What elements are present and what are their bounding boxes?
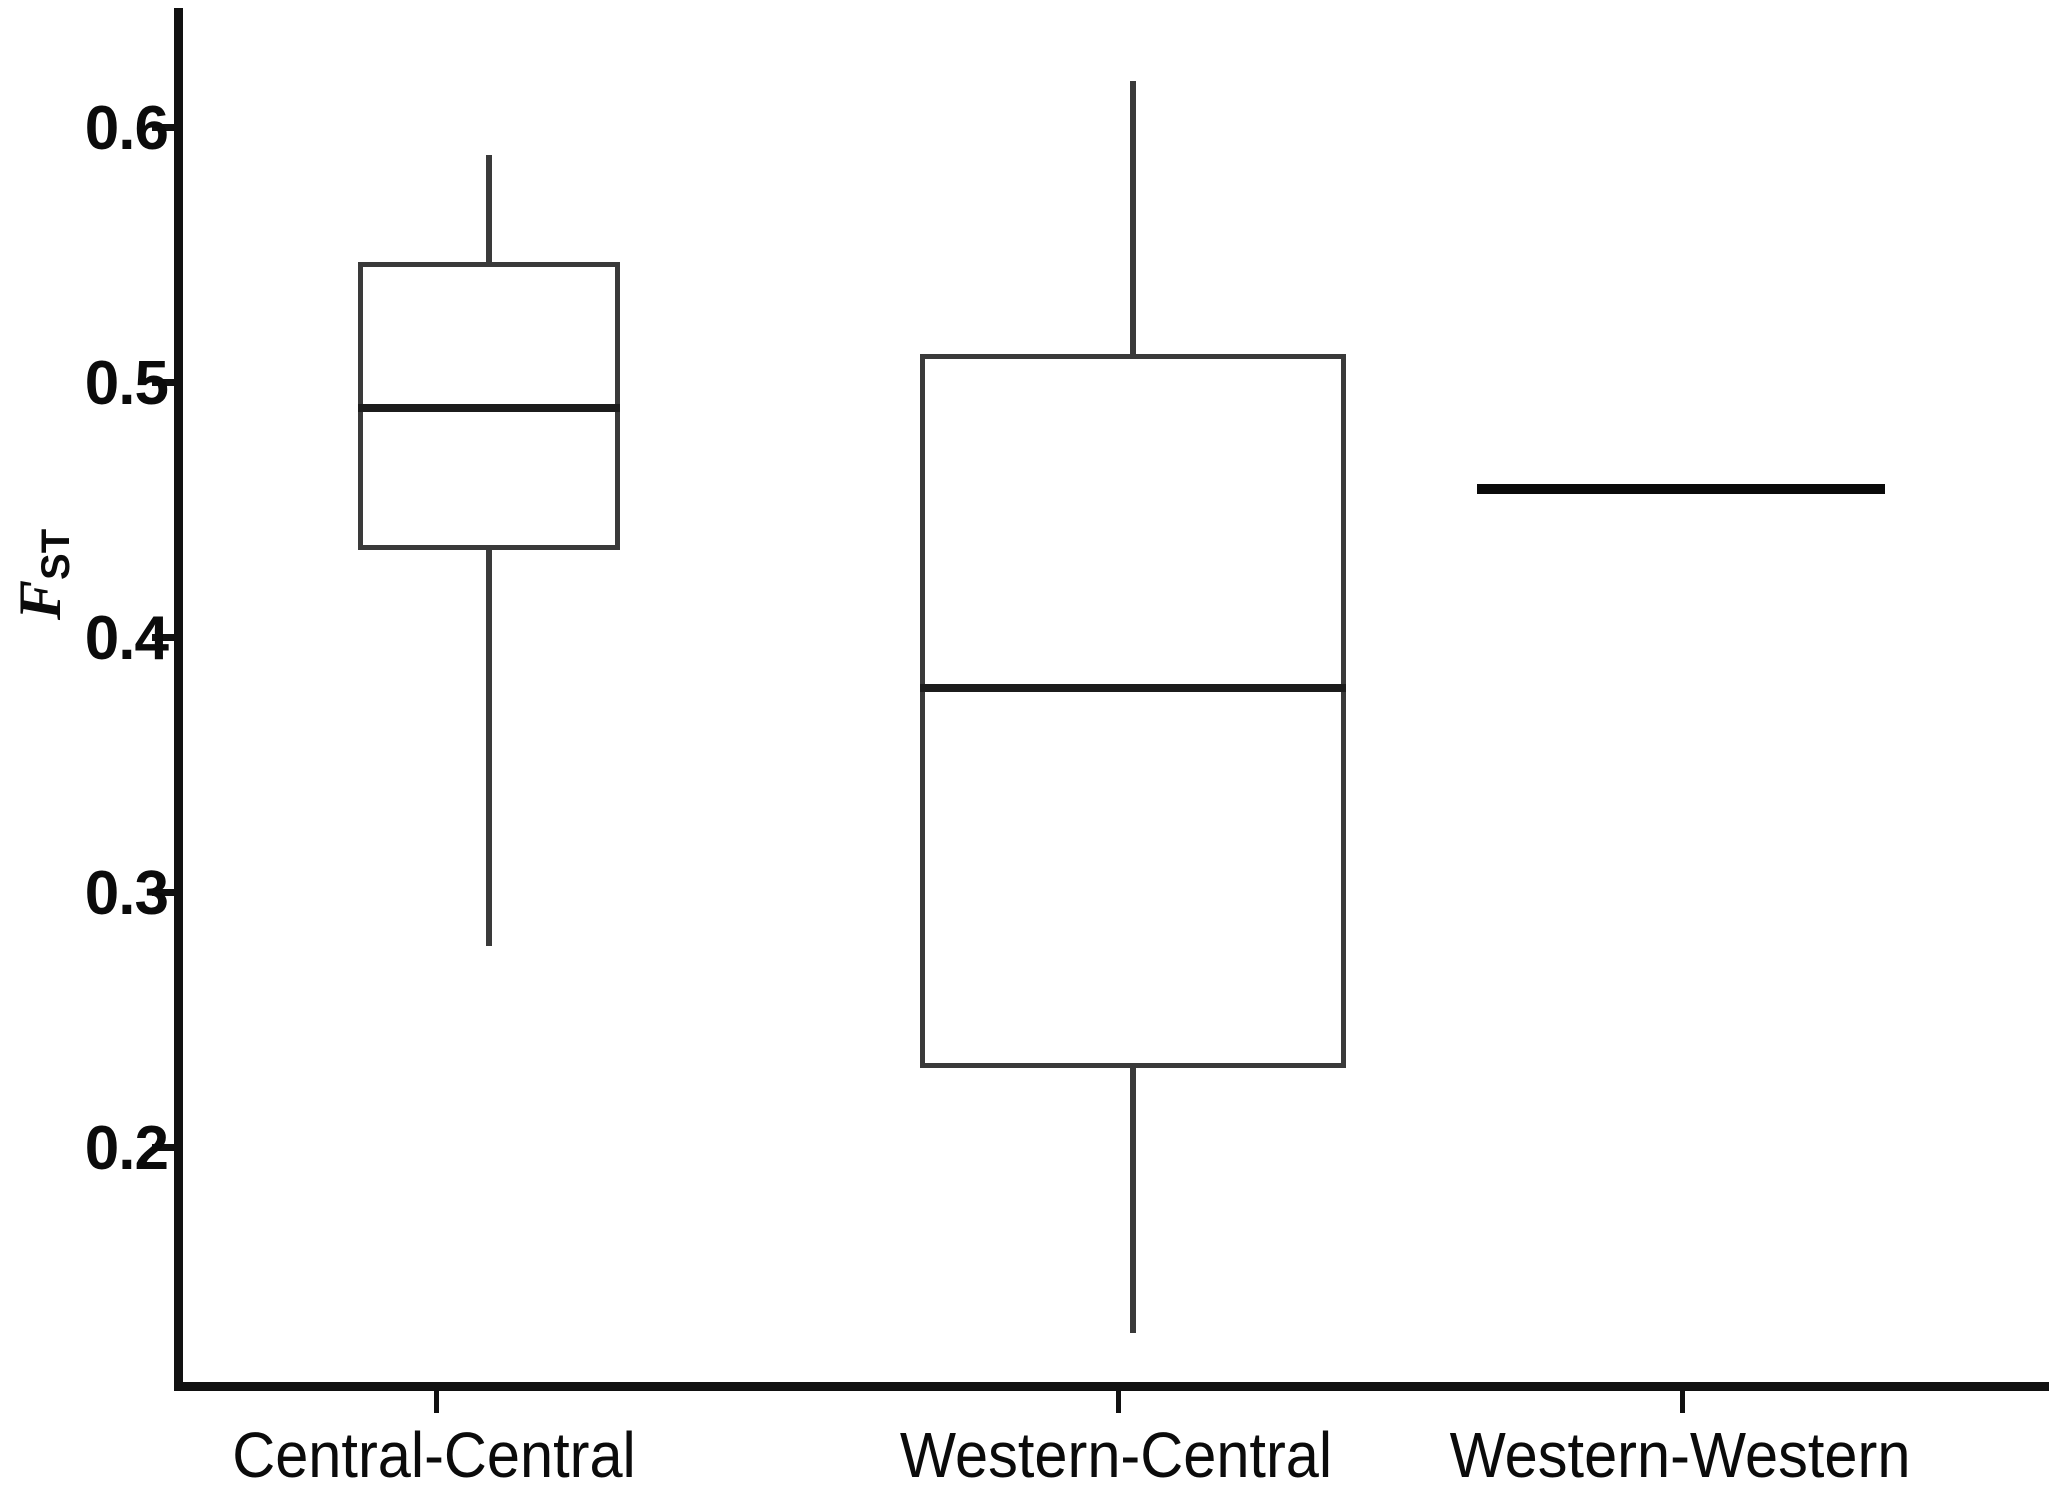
x-tick-1 — [1116, 1391, 1121, 1413]
median-line-western-central — [920, 684, 1346, 692]
y-tick-3 — [152, 889, 176, 896]
x-axis-label-western-western: Western-Western — [1449, 1419, 1911, 1491]
whisker-lower-central-central — [486, 545, 492, 946]
y-tick-0 — [152, 124, 176, 131]
x-tick-0 — [434, 1391, 439, 1413]
x-axis-label-western-central: Western-Central — [899, 1419, 1333, 1491]
x-axis-spine — [174, 1382, 2049, 1391]
y-axis-title: FST — [7, 528, 78, 620]
y-tick-label-3: 0.3 — [84, 859, 169, 928]
whisker-upper-central-central — [486, 155, 492, 268]
x-axis-label-central-central: Central-Central — [232, 1419, 636, 1491]
y-tick-label-1: 0.5 — [84, 349, 169, 418]
y-axis-title-subscript: ST — [33, 528, 78, 580]
y-tick-1 — [152, 379, 176, 386]
box-body-western-central — [920, 353, 1346, 1068]
whisker-upper-western-central — [1130, 81, 1136, 359]
y-axis-spine — [174, 8, 183, 1390]
y-axis-title-main: F — [7, 579, 73, 620]
y-tick-label-4: 0.2 — [84, 1114, 169, 1183]
y-tick-label-0: 0.6 — [84, 94, 169, 163]
median-line-central-central — [358, 403, 620, 412]
y-tick-label-2: 0.4 — [84, 604, 169, 673]
x-tick-2 — [1680, 1391, 1685, 1413]
median-line-western-western — [1477, 484, 1885, 495]
whisker-lower-western-central — [1130, 1062, 1136, 1334]
y-tick-4 — [152, 1144, 176, 1151]
y-tick-2 — [152, 634, 176, 641]
